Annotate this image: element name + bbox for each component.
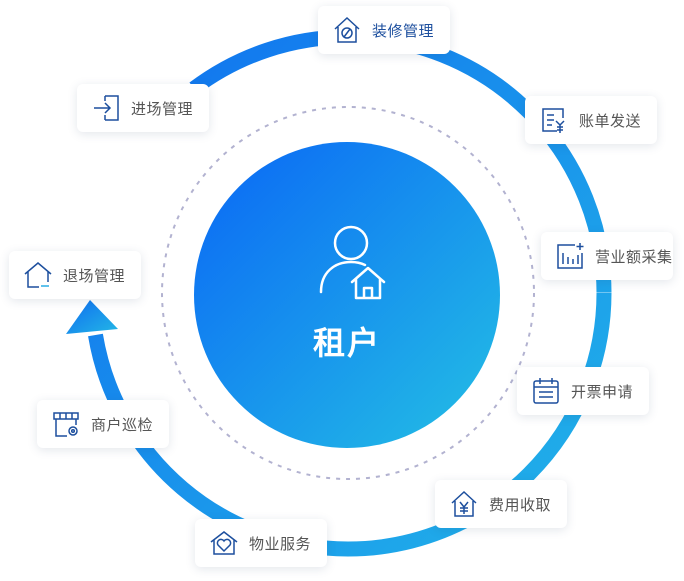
node-label: 账单发送	[579, 112, 642, 130]
node-revenue-collection[interactable]: 营业额采集	[541, 232, 673, 280]
node-store-inspection[interactable]: 商户巡检	[37, 400, 169, 448]
node-bill-sending[interactable]: 账单发送	[525, 96, 657, 144]
node-label: 进场管理	[131, 100, 194, 118]
node-entry-management[interactable]: 进场管理	[77, 84, 209, 132]
store-gear-icon	[53, 412, 79, 437]
node-exit-management[interactable]: 退场管理	[9, 251, 141, 299]
arrow-head	[66, 300, 118, 334]
calendar-icon	[533, 378, 559, 404]
tenant-home-icon	[319, 225, 386, 300]
center-label: 租户	[312, 325, 381, 361]
node-invoice-application[interactable]: 开票申请	[517, 367, 649, 415]
enter-door-icon	[94, 95, 119, 121]
node-label: 营业额采集	[595, 248, 673, 266]
renovation-house-icon	[334, 16, 360, 43]
node-label: 退场管理	[63, 267, 126, 285]
node-label: 商户巡检	[91, 416, 154, 434]
chart-add-icon	[557, 243, 584, 269]
dashed-ring	[161, 106, 535, 480]
node-label: 开票申请	[571, 383, 634, 401]
heart-house-icon	[210, 531, 238, 555]
node-label: 费用收取	[489, 496, 552, 514]
center-circle	[194, 142, 500, 448]
node-property-service[interactable]: 物业服务	[195, 519, 327, 567]
node-label: 物业服务	[249, 535, 312, 553]
exit-house-icon	[24, 262, 52, 288]
yen-house-icon	[451, 490, 477, 517]
node-label: 装修管理	[372, 22, 435, 40]
bill-icon	[542, 108, 565, 133]
node-fee-collection[interactable]: 费用收取	[435, 480, 567, 528]
node-renovation-management[interactable]: 装修管理	[318, 6, 450, 54]
